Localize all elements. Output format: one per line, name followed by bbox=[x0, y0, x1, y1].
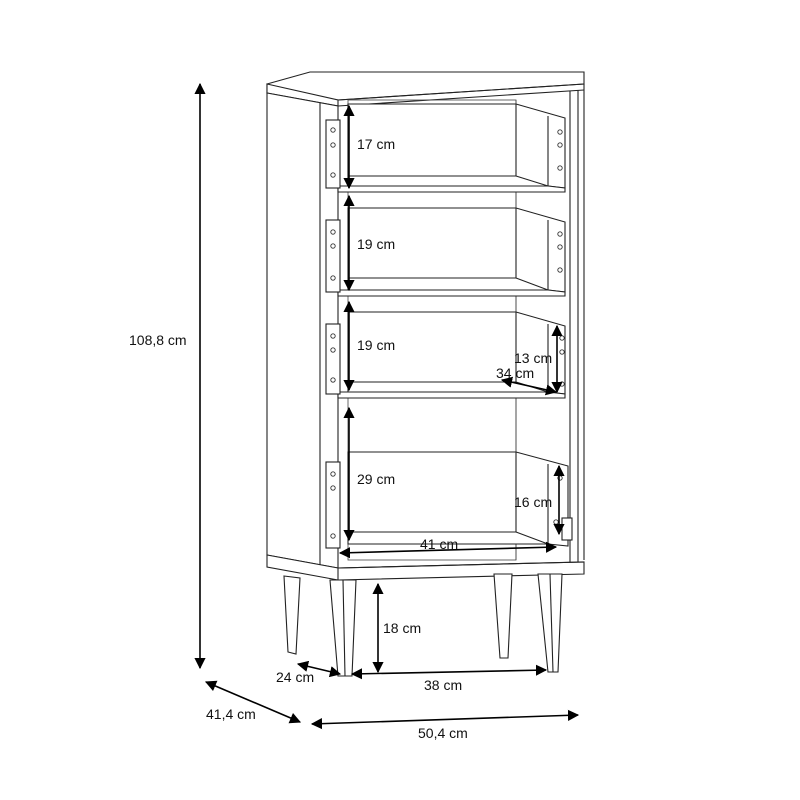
front-right-leg bbox=[537, 573, 563, 673]
drawer-1 bbox=[325, 103, 566, 193]
total-height-label: 108,8 cm bbox=[129, 332, 187, 348]
back-left-leg bbox=[283, 575, 301, 655]
drawer-3-inner-height-label: 13 cm bbox=[514, 350, 552, 366]
total-depth-label: 41,4 cm bbox=[206, 706, 256, 722]
leg-spacing-label: 38 cm bbox=[424, 677, 462, 693]
drawer-3-depth-arrow bbox=[500, 376, 558, 396]
inner-width-arrow bbox=[338, 541, 558, 559]
total-width-arrow bbox=[310, 709, 580, 730]
right-side-panel bbox=[569, 90, 585, 562]
front-left-leg bbox=[329, 579, 357, 677]
dimension-labels: 108,8 cm 17 cm 19 cm 19 cm 13 cm 34 cm 2… bbox=[129, 136, 552, 741]
bottom-inner-height-label: 16 cm bbox=[514, 494, 552, 510]
drawer-3-height-label: 19 cm bbox=[357, 337, 395, 353]
leg-height-label: 18 cm bbox=[383, 620, 421, 636]
leg-depth-arrow bbox=[296, 660, 342, 678]
drawer-2-height-label: 19 cm bbox=[357, 236, 395, 252]
total-depth-arrow bbox=[204, 680, 302, 724]
leg-depth-label: 24 cm bbox=[276, 669, 314, 685]
left-side-panel bbox=[266, 92, 339, 569]
total-width-label: 50,4 cm bbox=[418, 725, 468, 741]
dimension-lines bbox=[194, 82, 580, 730]
inner-width-label: 41 cm bbox=[420, 536, 458, 552]
drawer-3-depth-label: 34 cm bbox=[496, 365, 534, 381]
leg-spacing-arrow bbox=[350, 664, 548, 680]
cabinet-drawing bbox=[266, 71, 585, 677]
top-board bbox=[266, 71, 585, 107]
drawer-1-height-label: 17 cm bbox=[357, 136, 395, 152]
drawer-2 bbox=[325, 207, 566, 297]
bottom-compartment-height-label: 29 cm bbox=[357, 471, 395, 487]
back-right-leg bbox=[493, 573, 513, 659]
bottom-compartment bbox=[325, 451, 573, 549]
